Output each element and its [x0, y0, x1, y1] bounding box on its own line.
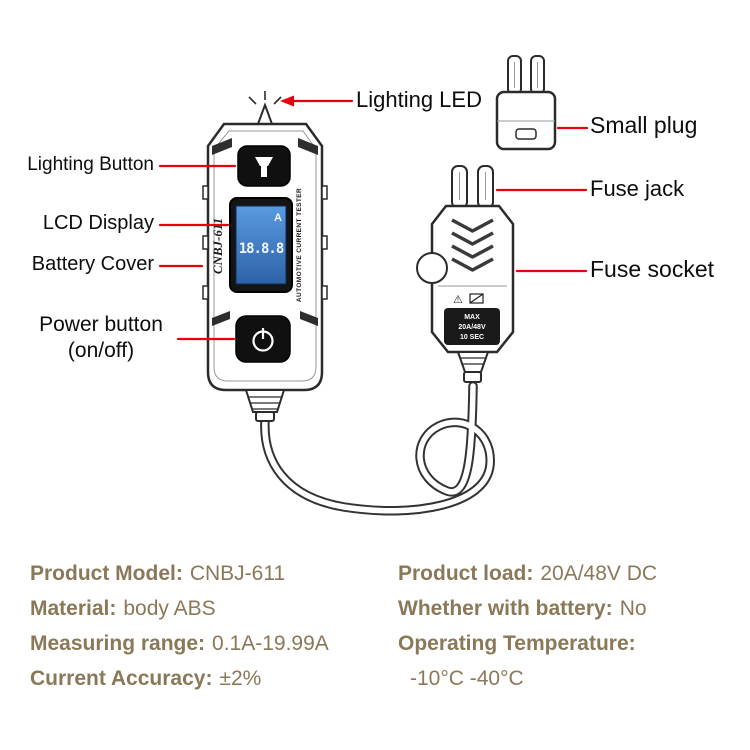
arrow-head-lighting-led: [280, 95, 294, 107]
spec-label: Product load:: [398, 562, 534, 585]
brand-text: CNBJ-611: [210, 218, 225, 274]
chevron-pattern: [451, 218, 494, 272]
label-power-button: Power button (on/off): [25, 312, 177, 364]
fuse-jack-prongs: [451, 165, 494, 209]
warning-icon: ⚠: [453, 293, 463, 306]
product-illustration: A 18.8.8 CNBJ-611 AUTOMOTIVE CURRENT TES…: [158, 55, 589, 516]
spec-value: CNBJ-611: [189, 562, 286, 585]
lighting-button-illustration: [237, 145, 291, 187]
spec-label: Material:: [30, 597, 117, 620]
spec-label: Operating Temperature:: [398, 632, 636, 655]
spec-row: Operating Temperature: -10°C -40°C: [398, 626, 743, 696]
rating-value: 20A/48V: [458, 324, 486, 331]
label-lighting-led: Lighting LED: [356, 87, 482, 112]
annotation-lines: [158, 95, 589, 341]
label-lighting-button: Lighting Button: [27, 154, 154, 175]
side-clips: [202, 185, 328, 300]
tester-cable-connector: [244, 389, 286, 422]
spec-sheet: Product Model: CNBJ-611 Material: body ABS…: [0, 556, 750, 696]
spec-value: -10°C -40°C: [410, 667, 524, 690]
power-icon: [252, 328, 274, 352]
label-lcd-display: LCD Display: [42, 212, 154, 234]
label-fuse-socket: Fuse socket: [590, 256, 714, 282]
rating-plate: MAX 20A/48V 10 SEC: [444, 308, 500, 345]
spec-row: Material: body ABS: [30, 591, 398, 626]
lcd-value: 18.8.8: [239, 241, 284, 257]
label-fuse-jack: Fuse jack: [590, 176, 685, 201]
bottom-right-accent: [300, 311, 318, 326]
spec-label: Current Accuracy:: [30, 667, 213, 690]
power-button-illustration: [235, 315, 291, 363]
spec-row: Whether with battery: No: [398, 591, 743, 626]
rating-max: MAX: [464, 314, 480, 321]
spec-column-right: Product load: 20A/48V DC Whether with bat…: [398, 556, 743, 696]
label-small-plug: Small plug: [590, 112, 698, 138]
crossed-box-icon: [469, 293, 484, 304]
lcd-unit: A: [274, 212, 282, 224]
flashlight-icon: [255, 157, 273, 177]
side-text: AUTOMOTIVE CURRENT TESTER: [296, 188, 303, 302]
spec-label: Measuring range:: [30, 632, 206, 655]
socket-notch: [416, 252, 448, 284]
spec-value: ±2%: [219, 667, 262, 690]
spec-value: body ABS: [123, 597, 216, 620]
spec-value: 0.1A-19.99A: [212, 632, 329, 655]
rating-time: 10 SEC: [460, 334, 484, 341]
spec-row: Product Model: CNBJ-611: [30, 556, 398, 591]
lighting-led-illustration: [248, 91, 282, 125]
spec-row: Measuring range: 0.1A-19.99A: [30, 626, 398, 661]
label-power-button-line1: Power button: [39, 313, 163, 336]
spec-value: 20A/48V DC: [540, 562, 658, 585]
bottom-left-accent: [212, 311, 230, 326]
spec-row: Product load: 20A/48V DC: [398, 556, 743, 591]
spec-label: Whether with battery:: [398, 597, 613, 620]
fuse-socket-illustration: ⚠ MAX 20A/48V 10 SEC: [416, 165, 515, 383]
spec-column-left: Product Model: CNBJ-611 Material: body ABS…: [30, 556, 398, 696]
lcd-illustration: A 18.8.8: [229, 197, 293, 293]
spec-value: No: [619, 597, 647, 620]
spec-label: Product Model:: [30, 562, 183, 585]
spec-row: Current Accuracy: ±2%: [30, 661, 398, 696]
top-left-accent: [212, 138, 232, 155]
small-plug-illustration: [495, 55, 557, 151]
label-battery-cover: Battery Cover: [31, 253, 154, 275]
top-right-accent: [298, 138, 318, 155]
label-power-button-line2: (on/off): [67, 339, 135, 362]
socket-cable-connector: [456, 351, 490, 383]
connection-cable: [260, 381, 495, 516]
lcd-screen: [235, 205, 287, 285]
tester-illustration: A 18.8.8 CNBJ-611 AUTOMOTIVE CURRENT TES…: [202, 91, 328, 422]
